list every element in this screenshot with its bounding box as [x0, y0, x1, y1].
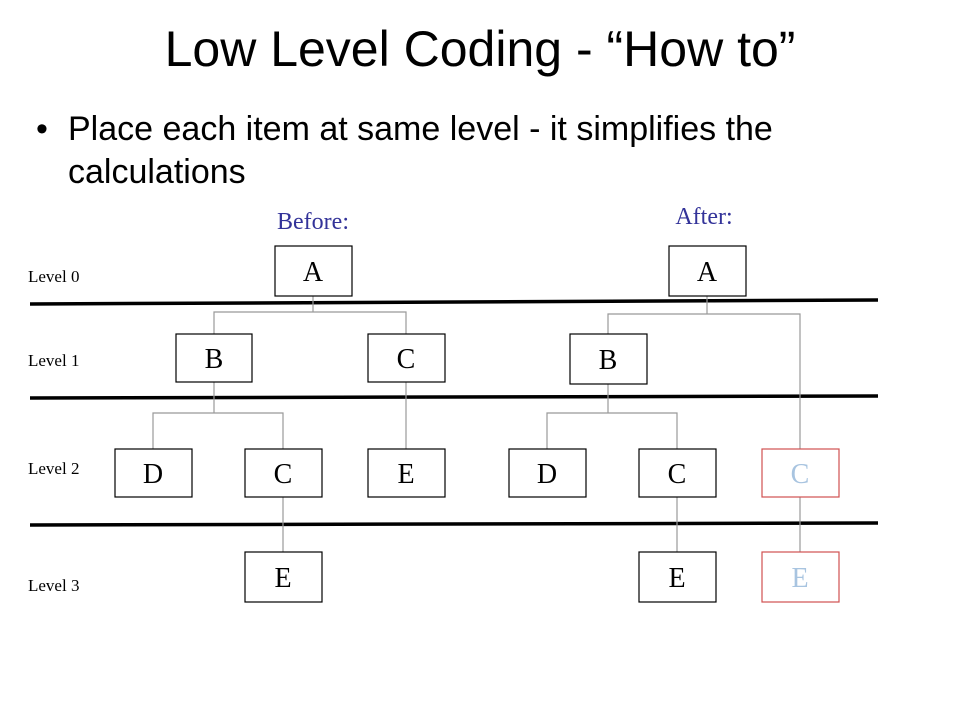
before-node-level1-b: B [175, 333, 253, 383]
svg-text:C: C [668, 459, 687, 490]
after-node-level0-a: A [668, 245, 747, 297]
level-label-1: Level 1 [28, 351, 79, 370]
separator-line-0-1 [29, 298, 879, 306]
level-label-3: Level 3 [28, 576, 79, 595]
svg-text:E: E [397, 459, 414, 490]
level-label-0: Level 0 [28, 267, 79, 286]
svg-text:A: A [697, 257, 718, 288]
before-tree: A B C D C E E [114, 245, 446, 603]
after-heading: After: [675, 204, 732, 230]
svg-text:E: E [668, 563, 685, 594]
svg-text:C: C [274, 459, 293, 490]
after-node-level2-c-moved: C [761, 448, 840, 498]
before-node-level2-d: D [114, 448, 193, 498]
separator-line-2-3 [29, 521, 879, 527]
bullet-list: • Place each item at same level - it sim… [30, 108, 910, 193]
after-tree: A B D C C E E [508, 245, 840, 603]
after-node-level3-e: E [638, 551, 717, 603]
before-heading: Before: [277, 209, 349, 235]
before-node-level1-c: C [367, 333, 446, 383]
svg-text:A: A [303, 257, 324, 288]
after-node-level2-d: D [508, 448, 587, 498]
after-node-level2-c: C [638, 448, 717, 498]
svg-text:C: C [397, 344, 416, 375]
before-connectors [152, 296, 407, 552]
after-node-level3-e-moved: E [761, 551, 840, 603]
svg-text:E: E [791, 563, 808, 594]
svg-text:B: B [205, 344, 224, 375]
before-node-level2-c: C [244, 448, 323, 498]
svg-text:D: D [537, 459, 557, 490]
svg-text:E: E [274, 563, 291, 594]
before-node-level2-e: E [367, 448, 446, 498]
level-label-2: Level 2 [28, 459, 79, 478]
bullet-item: • Place each item at same level - it sim… [30, 108, 910, 193]
after-node-level1-b: B [569, 333, 648, 385]
slide-title: Low Level Coding - “How to” [164, 21, 796, 77]
bullet-text: Place each item at same level - it simpl… [68, 110, 773, 191]
svg-text:D: D [143, 459, 163, 490]
before-node-level0-a: A [274, 245, 353, 297]
level-separators [29, 298, 879, 527]
after-connectors [546, 296, 801, 552]
svg-text:B: B [599, 345, 618, 376]
separator-line-1-2 [29, 394, 879, 400]
before-node-level3-e: E [244, 551, 323, 603]
bullet-icon: • [36, 110, 48, 148]
svg-text:C: C [791, 459, 810, 490]
